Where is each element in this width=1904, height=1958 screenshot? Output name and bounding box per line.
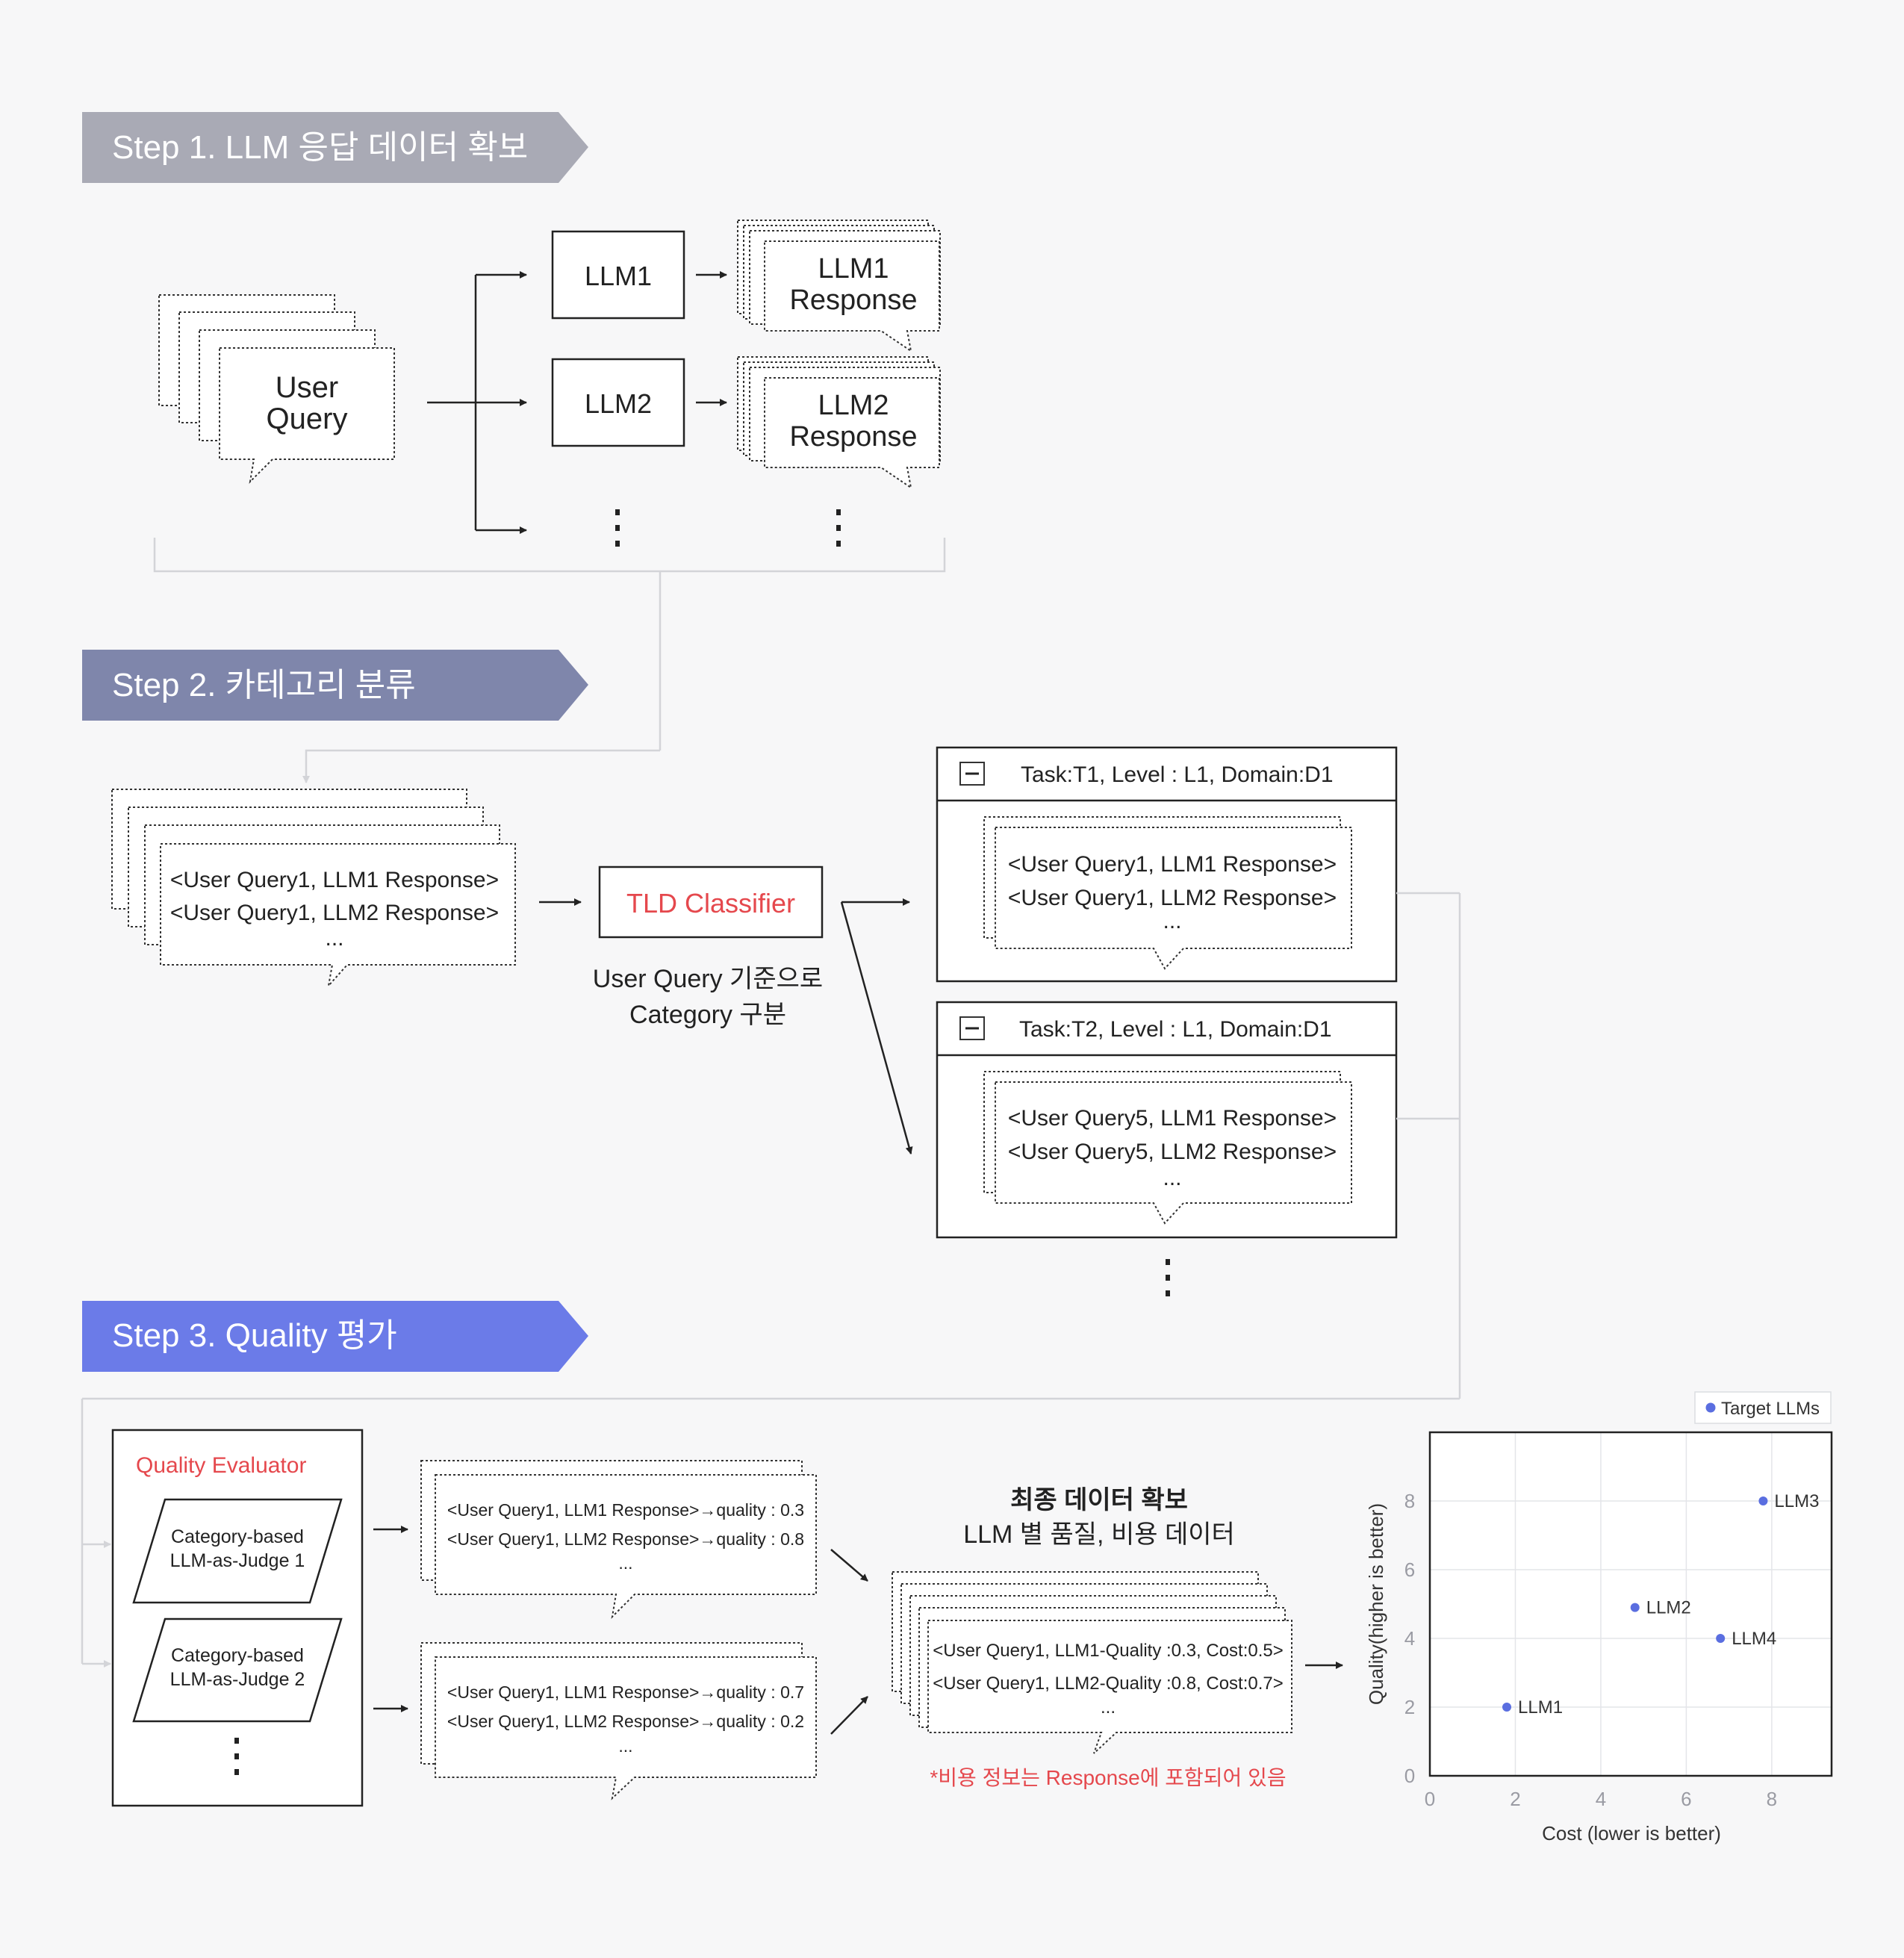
- judge-2-line2: LLM-as-Judge 2: [170, 1669, 305, 1690]
- chart-x-tick-label: 0: [1425, 1788, 1435, 1810]
- category-panel-t2: Task:T2, Level : L1, Domain:D1 <User Que…: [936, 1001, 1398, 1239]
- chart-plot-area: [1430, 1432, 1832, 1776]
- step2-input-stack: [111, 789, 516, 989]
- llm1-box: LLM1: [551, 230, 685, 320]
- quality-evaluator-title: Quality Evaluator: [136, 1453, 306, 1478]
- chart-x-tick-label: 4: [1596, 1788, 1606, 1810]
- category-t2-header: Task:T2, Level : L1, Domain:D1: [1019, 1017, 1332, 1042]
- judge-vertical-dots: [234, 1738, 239, 1775]
- final-data-ellipsis: ...: [1101, 1697, 1116, 1718]
- chart-tick-labels: 0 2 4 6 8 0 2 4 6 8: [1404, 1490, 1777, 1810]
- category-t2-ellipsis: ...: [1163, 1166, 1181, 1190]
- tld-classifier-box: TLD Classifier: [598, 865, 824, 939]
- step2-banner: Step 2. 카테고리 분류: [82, 650, 588, 721]
- judge-output-arrows: [373, 1526, 1343, 1735]
- chart-point-llm2: [1630, 1603, 1640, 1612]
- chart-frame: [1428, 1431, 1833, 1777]
- llm2-response-line2: Response: [789, 421, 917, 453]
- judge-1-line1: Category-based: [171, 1526, 304, 1547]
- judge-1-output-line1: <User Query1, LLM1 Response>→quality : 0…: [447, 1500, 804, 1520]
- llm2-response-line1: LLM2: [818, 390, 889, 421]
- legend-marker: [1705, 1402, 1716, 1413]
- chart-x-tick-label: 2: [1510, 1788, 1520, 1810]
- step1-branch-arrows: [427, 271, 727, 534]
- chart-x-tick-label: 6: [1681, 1788, 1691, 1810]
- chart-point-llm1: [1502, 1703, 1512, 1712]
- judge-1-shape: [132, 1498, 343, 1604]
- judge-2-output: <User Query1, LLM1 Response>→quality : 0…: [420, 1642, 817, 1800]
- category-t2-line1: <User Query5, LLM1 Response>: [1008, 1106, 1337, 1131]
- judge-2-output-line1: <User Query1, LLM1 Response>→quality : 0…: [447, 1682, 804, 1702]
- user-query-stack: [158, 294, 395, 484]
- quality-evaluator-box: Quality Evaluator Category-based LLM-as-…: [111, 1429, 364, 1807]
- chart-y-tick-label: 0: [1404, 1765, 1415, 1787]
- category-t2-line2: <User Query5, LLM2 Response>: [1008, 1140, 1337, 1164]
- legend-label: Target LLMs: [1721, 1399, 1820, 1419]
- user-query-line2: Query: [267, 403, 348, 435]
- chart-point-label: LLM1: [1518, 1697, 1563, 1718]
- step2-input-ellipsis: ...: [325, 926, 343, 951]
- llm2-box: LLM2: [551, 358, 685, 447]
- chart-grid: [1430, 1432, 1832, 1776]
- chart-y-tick-label: 2: [1404, 1696, 1415, 1718]
- chart-point-label: LLM3: [1774, 1491, 1819, 1511]
- user-query-line1: User: [276, 371, 338, 404]
- chart-legend: Target LLMs: [1694, 1391, 1832, 1424]
- llm2-label: LLM2: [585, 388, 652, 419]
- chart-point-label: LLM2: [1646, 1598, 1691, 1618]
- chart-y-axis-label: Quality(higher is better): [1365, 1503, 1387, 1705]
- chart-point-llm4: [1716, 1634, 1726, 1643]
- category-t1-line1: <User Query1, LLM1 Response>: [1008, 852, 1337, 877]
- llm1-response-stack: [737, 220, 941, 353]
- step1-banner: Step 1. LLM 응답 데이터 확보: [82, 112, 588, 183]
- judge-2-line1: Category-based: [171, 1645, 304, 1666]
- chart-y-tick-label: 6: [1404, 1558, 1415, 1581]
- chart-point-llm3: [1758, 1497, 1768, 1505]
- final-data-title: 최종 데이터 확보: [1010, 1486, 1188, 1514]
- step2-input-line2: <User Query1, LLM2 Response>: [170, 901, 499, 925]
- category-t1-ellipsis: ...: [1163, 909, 1181, 933]
- judge-1-output-ellipsis: ...: [618, 1553, 632, 1573]
- classifier-caption-line2: Category 구분: [629, 1001, 786, 1029]
- final-data-line2: <User Query1, LLM2-Quality :0.8, Cost:0.…: [933, 1673, 1284, 1694]
- step3-banner: Step 3. Quality 평가: [82, 1301, 588, 1372]
- llm1-label: LLM1: [585, 261, 652, 291]
- tld-classifier-label: TLD Classifier: [626, 888, 795, 919]
- judge-2-output-line2: <User Query1, LLM2 Response>→quality : 0…: [447, 1712, 804, 1731]
- step1-banner-text: Step 1. LLM 응답 데이터 확보: [112, 129, 528, 166]
- final-data-subtitle: LLM 별 품질, 비용 데이터: [963, 1520, 1235, 1549]
- classifier-output-arrows: [840, 898, 913, 1154]
- judge-2-shape: [132, 1617, 343, 1723]
- chart-y-tick-label: 8: [1404, 1490, 1415, 1512]
- chart-x-tick-label: 8: [1767, 1788, 1777, 1810]
- chart-x-axis-label: Cost (lower is better): [1542, 1822, 1721, 1844]
- step1-vertical-dots: [615, 509, 841, 547]
- category-t1-header: Task:T1, Level : L1, Domain:D1: [1021, 762, 1334, 787]
- step2-to-step3-connector: [81, 892, 1461, 1668]
- category-panel-t1: Task:T1, Level : L1, Domain:D1 <User Que…: [936, 746, 1398, 983]
- llm1-response-line1: LLM1: [818, 253, 889, 285]
- step3-banner-text: Step 3. Quality 평가: [112, 1317, 397, 1354]
- step2-banner-text: Step 2. 카테고리 분류: [112, 667, 416, 703]
- step1-to-step2-connector: [153, 538, 946, 783]
- chart-point-label: LLM4: [1732, 1629, 1776, 1649]
- judge-1-output: <User Query1, LLM1 Response>→quality : 0…: [420, 1460, 817, 1619]
- judge-2-output-ellipsis: ...: [618, 1736, 632, 1756]
- category-t1-line2: <User Query1, LLM2 Response>: [1008, 886, 1337, 910]
- step2-vertical-dots: [1166, 1259, 1170, 1296]
- llm2-response-stack: [737, 356, 941, 490]
- classifier-caption-line1: User Query 기준으로: [593, 965, 823, 993]
- judge-1-line2: LLM-as-Judge 1: [170, 1550, 305, 1571]
- final-data-line1: <User Query1, LLM1-Quality :0.3, Cost:0.…: [933, 1641, 1284, 1661]
- step2-input-line1: <User Query1, LLM1 Response>: [170, 868, 499, 892]
- final-data-note: *비용 정보는 Response에 포함되어 있음: [930, 1766, 1286, 1789]
- judge-1-output-line2: <User Query1, LLM2 Response>→quality : 0…: [447, 1529, 804, 1549]
- chart-y-tick-label: 4: [1404, 1627, 1415, 1650]
- llm1-response-line2: Response: [789, 285, 917, 316]
- final-data-stack: [892, 1571, 1292, 1754]
